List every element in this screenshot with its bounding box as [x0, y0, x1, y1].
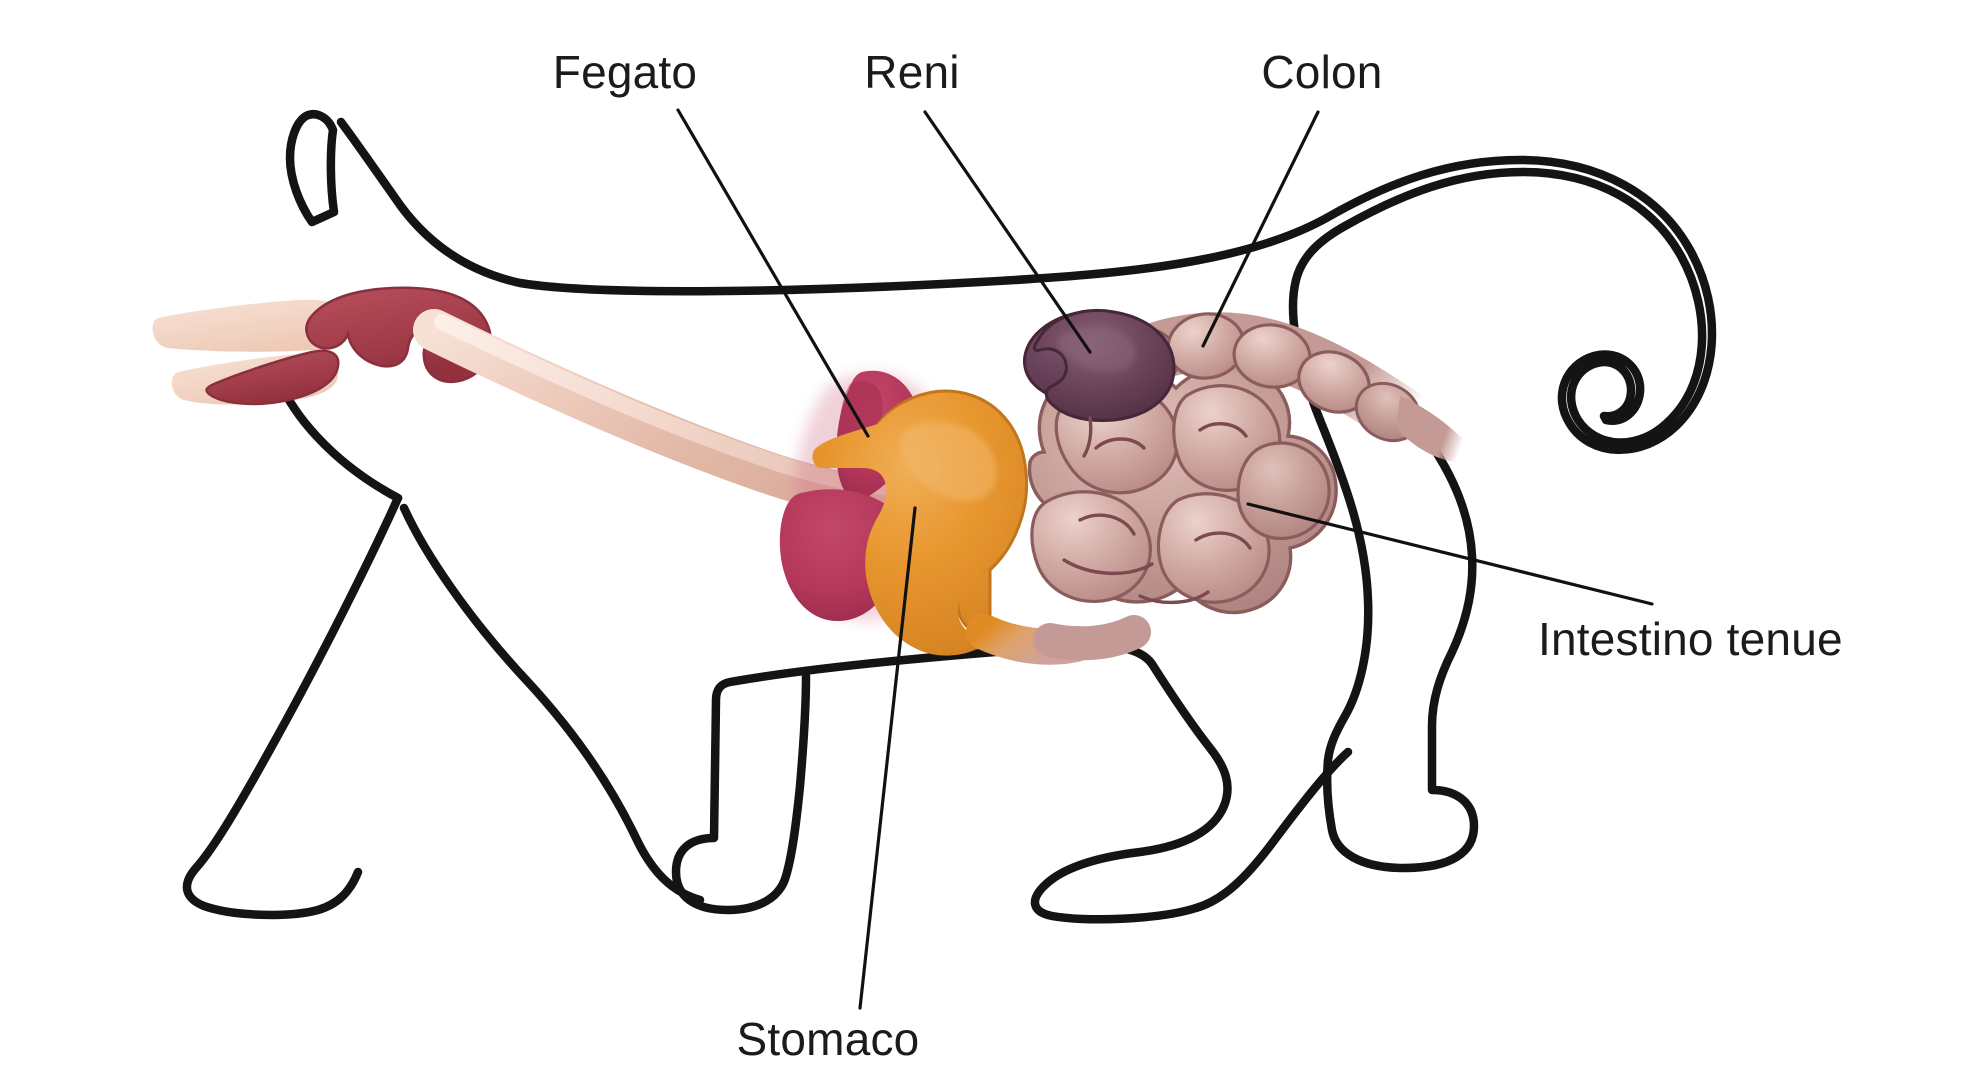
tongue-organ	[205, 349, 340, 406]
leader-line-stomaco	[858, 506, 917, 1010]
intestine-fold-line-1	[1078, 513, 1136, 536]
intestine-fold-line-6	[1138, 590, 1210, 605]
label-stomaco[interactable]: Stomaco	[737, 1013, 920, 1065]
label-intestino-tenue[interactable]: Intestino tenue	[1538, 613, 1843, 665]
cat-head-and-body	[336, 117, 1717, 873]
cat-body-outline	[182, 110, 1717, 924]
cat-foreleg-far	[182, 493, 403, 920]
intestine-fold-line-2	[1062, 558, 1154, 575]
label-fegato[interactable]: Fegato	[553, 46, 697, 98]
kidney-hilum-line	[1082, 416, 1093, 458]
intestine-fold-line-3	[1094, 437, 1146, 450]
cat-hind-leg-far	[1030, 659, 1353, 924]
leader-lines	[676, 108, 1654, 1010]
stomach-highlight	[900, 422, 997, 501]
organ-labels: Fegato Reni Colon Intestino tenue Stomac…	[553, 46, 1843, 1065]
leader-line-reni	[923, 110, 1092, 354]
colon-group	[1085, 312, 1481, 473]
kidneys-group	[1022, 308, 1176, 458]
small-intestine-group	[1027, 361, 1338, 615]
intestine-loop-5	[1236, 441, 1331, 541]
label-reni[interactable]: Reni	[864, 46, 959, 98]
intestine-loop-3	[1030, 490, 1152, 604]
kidney-highlight	[1057, 326, 1136, 373]
cat-belly-line	[671, 641, 1157, 915]
leader-line-colon	[1201, 110, 1320, 348]
duodenum-organ	[1033, 615, 1151, 661]
leader-line-fegato	[676, 108, 870, 438]
cat-silhouette	[285, 110, 339, 227]
leader-line-intestino-tenue	[1246, 502, 1654, 606]
oral-cavity-group	[152, 286, 493, 406]
intestine-fold-line-5	[1194, 531, 1252, 550]
cat-foreleg-front	[399, 503, 705, 905]
label-colon[interactable]: Colon	[1261, 46, 1382, 98]
colon-distal-fade	[1396, 396, 1473, 462]
intestine-fold-line-4	[1198, 422, 1248, 438]
nasal-passage-organ	[152, 299, 353, 352]
